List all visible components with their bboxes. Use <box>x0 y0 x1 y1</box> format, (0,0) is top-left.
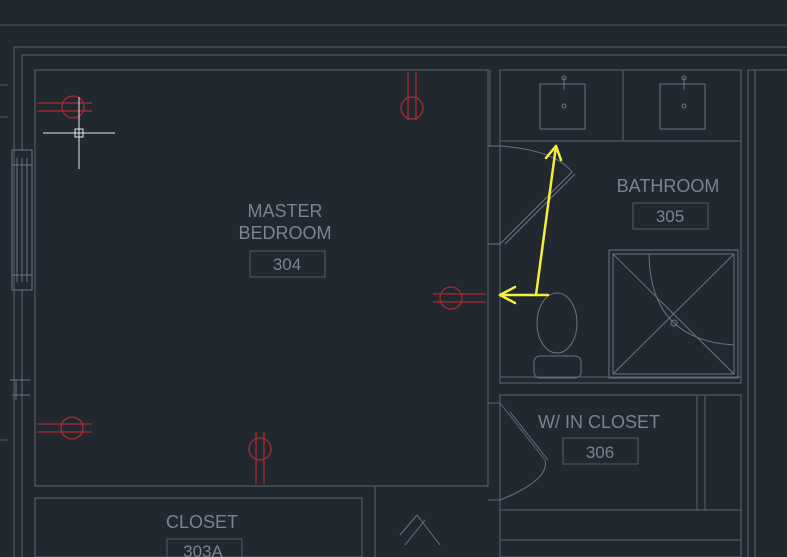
outlet-symbol <box>37 416 92 440</box>
room-name-closet: CLOSET <box>166 512 238 532</box>
outlet-symbol <box>400 72 424 120</box>
sink-right <box>659 75 706 130</box>
room-name-bathroom: BATHROOM <box>617 176 720 196</box>
bathroom-door <box>488 145 576 245</box>
outlet-symbol <box>248 432 272 484</box>
toilet <box>533 292 582 379</box>
room-tag-box <box>632 202 709 230</box>
room-tag-box <box>249 250 326 278</box>
outlet-symbol <box>433 286 486 310</box>
exterior-walls <box>0 24 787 557</box>
room-name-master-line2: BEDROOM <box>238 223 331 243</box>
outlet-symbol <box>37 95 92 119</box>
sink-left <box>539 75 586 130</box>
room-number-303a: 303A <box>183 542 223 557</box>
crosshair-cursor-icon <box>43 97 115 169</box>
room-name-master-line1: MASTER <box>247 201 322 221</box>
room-tag-box <box>166 538 243 557</box>
walk-in-closet-walls <box>488 394 742 557</box>
closet-walls <box>34 486 441 557</box>
annotation-arrow <box>498 144 563 305</box>
room-tag-box <box>562 437 639 465</box>
room-number-306: 306 <box>586 443 614 462</box>
shower <box>608 249 739 379</box>
room-name-walk-in-closet: W/ IN CLOSET <box>538 412 660 432</box>
bathroom-walls <box>489 69 787 557</box>
room-number-305: 305 <box>656 207 684 226</box>
window-left <box>10 149 33 400</box>
room-number-304: 304 <box>273 255 301 274</box>
master-bedroom-walls <box>34 69 489 487</box>
